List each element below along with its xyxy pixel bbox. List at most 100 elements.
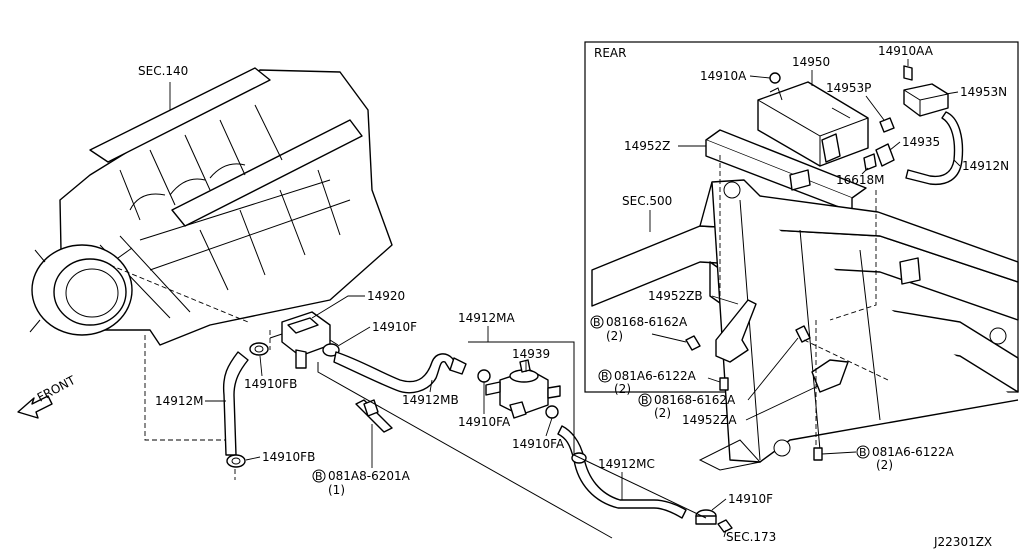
bolt-081A6-b [813, 447, 823, 461]
bracket-14952ZA [811, 359, 849, 393]
label-14952ZB: 14952ZB [648, 289, 703, 303]
bolt-14910AA [903, 65, 913, 81]
label-14920: 14920 [367, 289, 405, 303]
label-081A8: 081A8-6201A [328, 469, 411, 483]
purge-valve-14920 [269, 311, 339, 369]
leader-14920 [311, 295, 365, 319]
canister-14950 [757, 81, 869, 167]
sec140-label: SEC.140 [138, 64, 188, 78]
throttle-body [29, 244, 133, 336]
label-16618M: 16618M [836, 173, 885, 187]
label-14910FA-b: 14910FA [512, 437, 565, 451]
leader-14953N [945, 91, 959, 95]
label-14910FB-b: 14910FB [262, 450, 315, 464]
label-14912MC: 14912MC [598, 457, 655, 471]
leader-14912MB [429, 379, 433, 393]
hose-14912N [905, 111, 964, 186]
clamp-14910FA-right [545, 405, 559, 419]
part-14953P [879, 117, 895, 133]
diagram-id-code: J22301ZX [933, 535, 992, 549]
label-14912MB: 14912MB [402, 393, 459, 407]
bolt-081A8 [355, 399, 393, 433]
label-14950: 14950 [792, 55, 830, 69]
line-ma-box [468, 341, 707, 519]
leader-08168-a [651, 333, 687, 343]
chassis-frame [591, 179, 1019, 471]
label-14910A: 14910A [700, 69, 747, 83]
leader-14910FB-b [245, 456, 261, 461]
rear-box-label: REAR [594, 46, 626, 60]
label-sec173: SEC.173 [726, 530, 776, 544]
filter-14953N [903, 83, 949, 117]
label-14952Z: 14952Z [624, 139, 670, 153]
valve-14939 [485, 359, 561, 419]
hose-14912M [222, 351, 249, 456]
leader-14953P [865, 95, 885, 121]
leader-14952ZA [745, 385, 819, 421]
bolt-14910A [769, 72, 781, 84]
clamp-14910F-valve [322, 343, 340, 357]
bolt-08168-a [685, 335, 701, 351]
clamp-14910FB-lower [226, 454, 246, 468]
valve-14935 [875, 143, 895, 167]
label-081A6-b-qty: (2) [876, 458, 893, 472]
leader-14935 [889, 141, 901, 151]
label-14939: 14939 [512, 347, 550, 361]
bolt-symbol-081A6-b [856, 445, 870, 459]
intake-manifold [59, 67, 393, 346]
dash-rear-2 [829, 190, 877, 321]
label-14952ZA: 14952ZA [682, 413, 737, 427]
bolt-symbol-081A6-a-letter: B [601, 370, 609, 383]
leader-14910A [749, 75, 771, 79]
bolt-symbol-08168-a-letter: B [593, 316, 601, 329]
label-14953N: 14953N [960, 85, 1007, 99]
bracket-14952ZB [715, 299, 757, 363]
label-14912N: 14912N [962, 159, 1009, 173]
sec173-fitting [717, 519, 733, 533]
leader-14910FA-b [545, 417, 553, 437]
label-14912M: 14912M [155, 394, 204, 408]
leader-14910F-b [711, 498, 727, 511]
bolt-symbol-08168-b [638, 393, 652, 407]
clamp-14910FB-upper [249, 342, 269, 356]
label-08168-a: 08168-6162A [606, 315, 688, 329]
bolt-symbol-081A8 [312, 469, 326, 483]
clamp-14912MB-end [449, 357, 467, 375]
label-14910F-b: 14910F [728, 492, 773, 506]
bolt-symbol-081A6-a [598, 369, 612, 383]
label-14910F-a: 14910F [372, 320, 417, 334]
label-14910FB-a: 14910FB [244, 377, 297, 391]
label-08168-b-qty: (2) [654, 406, 671, 420]
leader-14952ZB [711, 295, 739, 305]
label-14910AA: 14910AA [878, 44, 934, 58]
label-081A6-a-qty: (2) [614, 382, 631, 396]
leader-08168-b [747, 337, 799, 401]
leader-14912N [953, 159, 961, 167]
front-arrow: FRONT [17, 373, 78, 419]
bolt-08168-b [795, 325, 811, 343]
label-08168-b: 08168-6162A [654, 393, 736, 407]
label-14935: 14935 [902, 135, 940, 149]
part-16618M [863, 153, 877, 171]
clamp-14910FA-left [477, 369, 491, 383]
front-label: FRONT [35, 373, 78, 405]
leader-16618M [861, 167, 869, 175]
leader-14910FB-a [259, 355, 263, 377]
label-14912MA: 14912MA [458, 311, 516, 325]
leader-sec173 [723, 529, 727, 538]
bracket-14952Z [705, 129, 867, 213]
dash-throttle-to-valve [109, 264, 249, 323]
bolt-symbol-081A6-b-letter: B [859, 446, 867, 459]
label-14910FA-a: 14910FA [458, 415, 511, 429]
line-ma-bottom [317, 362, 613, 539]
label-081A6-a: 081A6-6122A [614, 369, 697, 383]
hose-14912MB [333, 351, 459, 394]
label-14953P: 14953P [826, 81, 871, 95]
label-081A6-b: 081A6-6122A [872, 445, 955, 459]
clamp-14910F-bottom [695, 509, 717, 525]
leader-081A6-a [707, 377, 721, 383]
leader-14910F-a [337, 326, 371, 347]
bolt-symbol-081A8-letter: B [315, 470, 323, 483]
label-081A8-qty: (1) [328, 483, 345, 497]
